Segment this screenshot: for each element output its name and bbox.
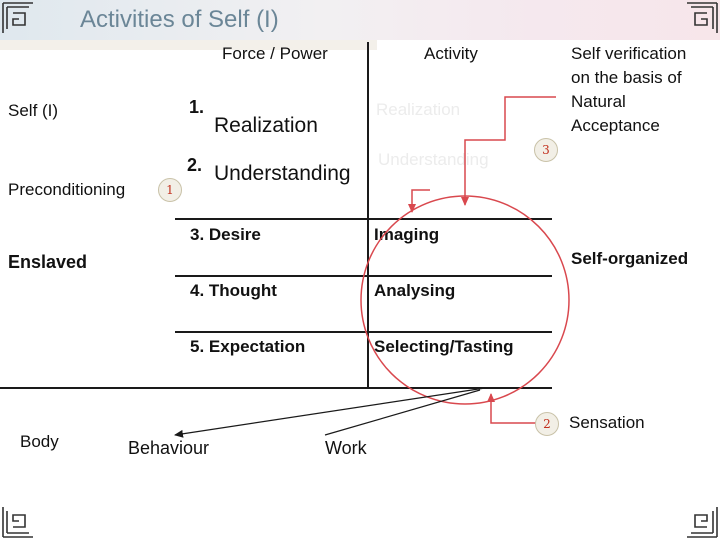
- label-self-organized: Self-organized: [571, 249, 689, 268]
- header-force-power: Force / Power: [222, 44, 328, 63]
- greek-key-icon: [2, 506, 34, 538]
- label-work: Work: [325, 438, 367, 458]
- label-preconditioning: Preconditioning: [8, 180, 126, 199]
- table-center-divider: [367, 42, 369, 388]
- arrow-understanding-to-imaging: [408, 189, 430, 213]
- activity-selecting-tasting: Selecting/Tasting: [374, 337, 514, 356]
- row-separator: [175, 331, 552, 333]
- greek-key-icon: [2, 2, 34, 34]
- self-verification-text: Self verification on the basis of Natura…: [571, 42, 686, 138]
- greek-key-icon: [686, 506, 718, 538]
- arrow-to-work: [324, 389, 481, 436]
- title-band: [0, 0, 720, 40]
- page-title: Activities of Self (I): [80, 6, 279, 33]
- label-self: Self (I): [8, 101, 59, 120]
- force-desire: 3. Desire: [190, 225, 261, 244]
- badge-step-1: 1: [158, 178, 182, 202]
- arrow-to-behaviour: [174, 387, 486, 438]
- badge-step-2: 2: [535, 412, 559, 436]
- force-thought: 4. Thought: [190, 281, 277, 300]
- header-activity: Activity: [424, 44, 478, 63]
- table-bottom-line: [0, 387, 552, 389]
- label-body: Body: [20, 432, 59, 451]
- self-verification-line: on the basis of: [571, 68, 682, 87]
- row-number-2: 2.: [187, 155, 203, 175]
- arrow-verification-to-preconditioning: [461, 96, 556, 206]
- row-separator: [175, 218, 552, 220]
- badge-step-3: 3: [534, 138, 558, 162]
- activity-cycle-circle: [360, 195, 570, 405]
- self-verification-line: Acceptance: [571, 116, 660, 135]
- self-verification-line: Self verification: [571, 44, 687, 63]
- activity-realization: Realization: [376, 100, 461, 119]
- self-verification-line: Natural: [571, 92, 626, 111]
- row-number-1: 1.: [189, 97, 205, 117]
- activity-imaging: Imaging: [374, 225, 440, 244]
- label-sensation: Sensation: [569, 413, 645, 432]
- greek-key-icon: [686, 2, 718, 34]
- label-behaviour: Behaviour: [128, 438, 210, 458]
- force-expectation: 5. Expectation: [190, 337, 306, 356]
- force-realization: Realization: [214, 114, 318, 137]
- force-understanding: Understanding: [214, 162, 351, 185]
- arrow-sensation-to-selecting: [487, 393, 543, 424]
- activity-analysing: Analysing: [374, 281, 456, 300]
- activity-understanding: Understanding: [378, 150, 489, 169]
- label-enslaved: Enslaved: [8, 252, 88, 272]
